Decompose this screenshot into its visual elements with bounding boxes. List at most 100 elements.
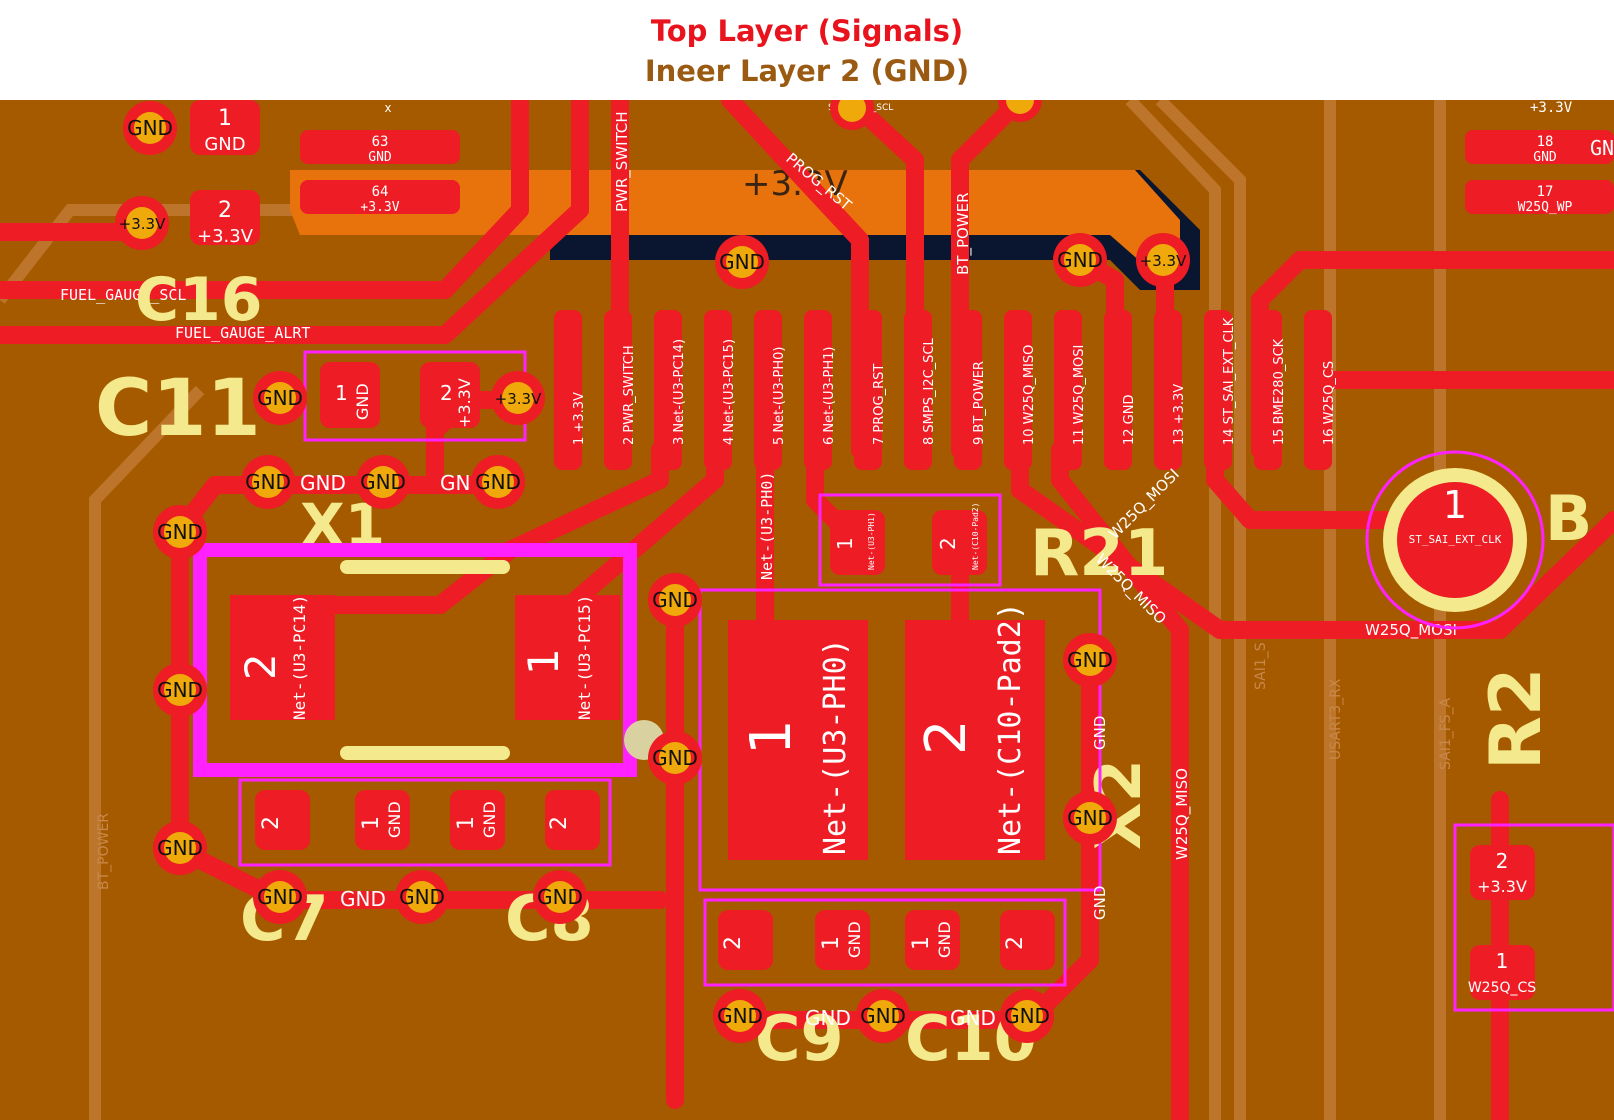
via-gnd: GND	[123, 101, 177, 155]
ref-r2: R2	[1475, 667, 1557, 770]
svg-text:GND: GND	[652, 588, 698, 612]
ref-c11: C11	[95, 364, 261, 454]
right-top-net: +3.3V	[1530, 100, 1573, 116]
title-top-layer: Top Layer (Signals)	[650, 14, 964, 48]
c9-pad-1-net: GND	[845, 921, 864, 958]
ic-pin-8: 8 SMPS_I2C_SCL	[922, 338, 937, 445]
right-pad-1	[1470, 945, 1535, 1000]
ic-pin-12: 12 GND	[1122, 395, 1137, 446]
right-pad-1-net: W25Q_CS	[1468, 980, 1536, 996]
right-bottom-outline	[1453, 823, 1614, 1012]
svg-text:+3.3V: +3.3V	[197, 226, 254, 247]
svg-text:GND: GND	[805, 1006, 851, 1030]
x1-pad-2	[230, 595, 335, 720]
ic-pin-11: 11 W25Q_MOSI	[1072, 345, 1087, 445]
svg-text:GND: GND	[157, 678, 203, 702]
ic-pin-6: 6 Net-(U3-PH1)	[822, 347, 837, 445]
via-gnd: GND	[1000, 989, 1054, 1043]
svg-text:GND: GND	[717, 1004, 763, 1028]
svg-text:GND: GND	[257, 386, 303, 410]
svg-text:+3.3V: +3.3V	[1140, 252, 1187, 270]
b1-pad-net: ST_SAI_EXT_CLK	[1409, 533, 1502, 546]
r21-pad-1-num: 1	[833, 537, 857, 550]
pin-top-label: x	[384, 101, 391, 115]
x2-pad-2-num: 2	[914, 719, 979, 755]
x1-silk-bottom	[340, 746, 510, 760]
c9-pad-2-num: 2	[721, 936, 746, 950]
c11-pad-1-num: 1	[335, 381, 348, 405]
x2-pad-1-net: Net-(U3-PH0)	[818, 638, 853, 855]
c9-pad-2	[718, 910, 773, 970]
right-ic-pins: 18 GND 17 W25Q_WP GND +3.3V	[1465, 100, 1614, 215]
left-ic-pins: 63 GND 64 +3.3V x	[300, 101, 460, 215]
svg-text:GND: GND	[860, 1004, 906, 1028]
ic-pin-13: 13 +3.3V	[1172, 384, 1187, 445]
via-3v3: +3.3V	[491, 371, 545, 425]
svg-text:GND: GND	[950, 1006, 996, 1030]
ic-pin-4: 4 Net-(U3-PC15)	[722, 339, 737, 445]
via-gnd: GND	[715, 235, 769, 289]
via-top	[830, 100, 874, 130]
fuel-gauge-alrt: FUEL_GAUGE_ALRT	[175, 324, 310, 342]
x1-silk-top	[340, 560, 510, 574]
pin-64-num: 64	[372, 184, 389, 200]
pin-17-net: W25Q_WP	[1518, 200, 1573, 215]
x2-pad-1-num: 1	[739, 719, 804, 755]
fuel-gauge-scl: FUEL_GAUGE_SCL	[60, 286, 186, 304]
c10-pad-1-num: 1	[909, 936, 934, 950]
svg-text:GND: GND	[204, 134, 245, 155]
via-top	[998, 100, 1042, 122]
ic-pin-16: 16 W25Q_CS	[1322, 361, 1337, 445]
c11-pad-2	[420, 362, 480, 428]
svg-text:GND: GND	[1067, 806, 1113, 830]
svg-text:+3.3V: +3.3V	[119, 215, 166, 233]
x1-pad-2-net: Net-(U3-PC14)	[290, 595, 309, 720]
c7-c8-outline	[238, 778, 612, 867]
via-gnd: GND	[471, 455, 525, 509]
ic-pin-5: 5 Net-(U3-PH0)	[772, 347, 787, 445]
c9-c10-outline	[703, 898, 1067, 987]
svg-text:GND: GND	[1067, 648, 1113, 672]
via-gnd: GND	[153, 505, 207, 559]
via-gnd: GND	[1063, 791, 1117, 845]
x1-pad-1	[515, 595, 620, 720]
svg-text:GND: GND	[300, 471, 346, 495]
header: Top Layer (Signals) Ineer Layer 2 (GND)	[0, 0, 1614, 100]
label-pwr-switch: PWR_SWITCH	[613, 111, 632, 212]
r21-outline	[818, 493, 1002, 587]
c11-pad-2-net: +3.3V	[455, 378, 474, 428]
label-w25q-mosi: W25Q_MOSI	[1365, 621, 1457, 640]
r21-pad-2-num: 2	[936, 537, 960, 550]
svg-text:GND: GND	[1004, 1004, 1050, 1028]
via-gnd: GND	[356, 455, 410, 509]
svg-text:GND: GND	[475, 470, 521, 494]
label-bt-power: BT_POWER	[954, 192, 973, 275]
svg-text:GND: GND	[157, 836, 203, 860]
ic-pin-15: 15 BME280_SCK	[1272, 338, 1287, 445]
c10-pad-1-net: GND	[935, 921, 954, 958]
c7-pad-1	[355, 790, 410, 850]
c8-pad-1-num: 1	[454, 816, 479, 830]
ref-c16: C16	[135, 265, 263, 335]
faint-sai1-s: SAI1_S	[1253, 642, 1269, 690]
right-gnd-label: GND	[1590, 136, 1614, 160]
x2-outline	[698, 588, 1102, 892]
via-gnd: GND	[395, 870, 449, 924]
svg-text:GND: GND	[719, 250, 765, 274]
ref-b: B	[1545, 482, 1592, 555]
via-gnd: GND	[533, 870, 587, 924]
via-gnd: GND	[153, 821, 207, 875]
x1-pad-1-num: 1	[519, 648, 568, 675]
pin-63-num: 63	[372, 134, 389, 150]
faint-usart3: USART3_RX	[1328, 678, 1344, 760]
c7-pad-1-num: 1	[359, 816, 384, 830]
svg-text:GND: GND	[157, 520, 203, 544]
c9-pad-1-num: 1	[819, 936, 844, 950]
b1-outline	[1365, 450, 1545, 630]
b1-pad-num: 1	[1443, 483, 1467, 527]
ref-c9: C9	[755, 1002, 844, 1075]
c10-pad-2-num: 2	[1003, 936, 1028, 950]
pin-63-net: GND	[368, 150, 392, 165]
r21-pad-2	[932, 510, 987, 575]
title-inner-layer: Ineer Layer 2 (GND)	[644, 54, 970, 88]
